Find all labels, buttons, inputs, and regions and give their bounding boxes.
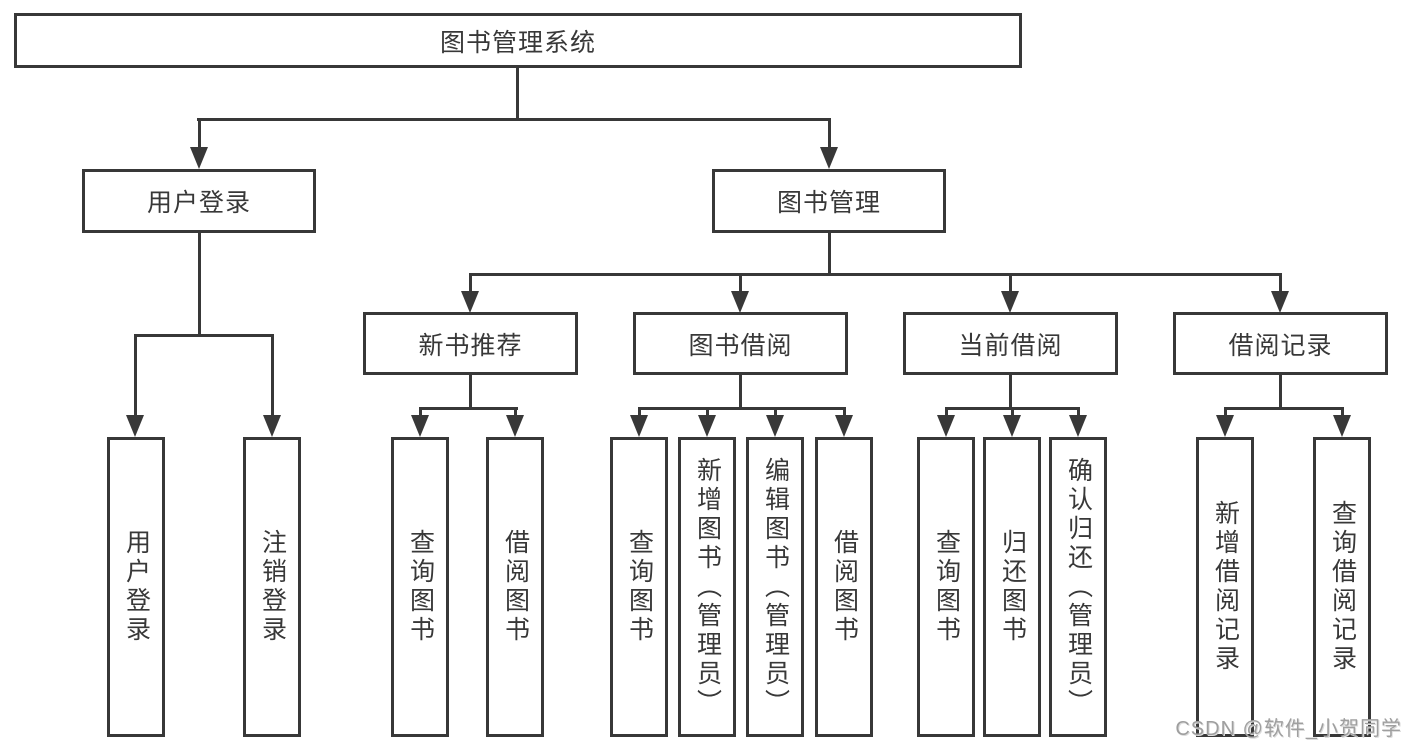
connector-book-borrow-bar	[638, 407, 846, 410]
connector-user-login-shaft	[198, 118, 201, 154]
leaf-borrow-books-label: 借阅图书	[830, 529, 859, 645]
leaf-query-books-borrow: 查询图书	[610, 437, 668, 737]
arrow-to-leaf-query-record	[1333, 415, 1351, 437]
arrow-to-user-login	[190, 147, 208, 169]
node-current-borrow: 当前借阅	[903, 312, 1118, 375]
connector-leaf-edit-books-shaft	[774, 407, 777, 419]
leaf-add-books-admin-label: 新增图书（管理员）	[693, 456, 722, 718]
connector-leaf-query1-shaft	[419, 407, 422, 419]
leaf-query-books-borrow-label: 查询图书	[625, 529, 654, 645]
leaf-confirm-return-admin-label: 确认归还（管理员）	[1064, 456, 1093, 718]
watermark: CSDN @软件_小贺同学	[1175, 718, 1402, 740]
leaf-query-books-current-label: 查询图书	[932, 529, 961, 645]
connector-level3-bar	[469, 273, 1282, 276]
connector-new-book-shaft	[469, 273, 472, 295]
arrow-to-book-borrow	[731, 291, 749, 313]
connector-new-book-stem	[469, 372, 472, 407]
node-book-borrow: 图书借阅	[633, 312, 848, 375]
node-book-borrow-label: 图书借阅	[688, 331, 793, 360]
node-current-borrow-label: 当前借阅	[958, 331, 1063, 360]
connector-book-management-stem	[828, 233, 831, 273]
leaf-return-books-label: 归还图书	[998, 529, 1027, 645]
connector-leaf-borrow2-shaft	[843, 407, 846, 419]
connector-borrow-records-shaft	[1279, 273, 1282, 295]
leaf-borrow-books-recommend: 借阅图书	[486, 437, 544, 737]
leaf-borrow-books: 借阅图书	[815, 437, 873, 737]
connector-leaf-query2-shaft	[638, 407, 641, 419]
connector-current-borrow-shaft	[1009, 273, 1012, 295]
leaf-query-books-recommend: 查询图书	[391, 437, 449, 737]
connector-book-borrow-stem	[739, 372, 742, 407]
node-library-management-system: 图书管理系统	[14, 13, 1022, 68]
arrow-to-leaf-query3	[937, 415, 955, 437]
node-borrow-records: 借阅记录	[1173, 312, 1388, 375]
leaf-return-books: 归还图书	[983, 437, 1041, 737]
leaf-user-login: 用户登录	[107, 437, 165, 737]
leaf-confirm-return-admin: 确认归还（管理员）	[1049, 437, 1107, 737]
connector-new-book-bar	[419, 407, 518, 410]
connector-leaf-query3-shaft	[945, 407, 948, 419]
arrow-to-leaf-borrow2	[835, 415, 853, 437]
connector-borrow-records-bar	[1224, 407, 1344, 410]
connector-leaf-query-record-shaft	[1341, 407, 1344, 419]
leaf-edit-books-admin: 编辑图书（管理员）	[746, 437, 804, 737]
connector-user-login-stem	[198, 233, 201, 334]
connector-level2-bar	[197, 118, 831, 121]
arrow-to-leaf-return	[1003, 415, 1021, 437]
arrow-to-borrow-records	[1271, 291, 1289, 313]
connector-current-borrow-stem	[1009, 372, 1012, 407]
leaf-add-borrow-record: 新增借阅记录	[1196, 437, 1254, 737]
arrow-to-leaf-borrow1	[506, 415, 524, 437]
arrow-to-new-book-recommend	[461, 291, 479, 313]
arrow-to-book-management	[820, 147, 838, 169]
arrow-to-leaf-query1	[411, 415, 429, 437]
node-user-login: 用户登录	[82, 169, 316, 233]
connector-leaf-user-login-shaft	[134, 334, 137, 419]
arrow-to-leaf-logout	[263, 415, 281, 437]
leaf-query-books-recommend-label: 查询图书	[406, 529, 435, 645]
connector-leaf-confirm-return-shaft	[1077, 407, 1080, 419]
arrow-to-leaf-user-login	[126, 415, 144, 437]
arrow-to-leaf-edit-books	[766, 415, 784, 437]
arrow-to-current-borrow	[1001, 291, 1019, 313]
connector-book-management-shaft	[828, 118, 831, 154]
leaf-borrow-books-recommend-label: 借阅图书	[501, 529, 530, 645]
node-new-book-recommend-label: 新书推荐	[418, 331, 523, 360]
leaf-query-borrow-record-label: 查询借阅记录	[1328, 500, 1357, 674]
connector-borrow-records-stem	[1279, 372, 1282, 407]
connector-leaf-add-record-shaft	[1224, 407, 1227, 419]
node-new-book-recommend: 新书推荐	[363, 312, 578, 375]
connector-leaf-return-shaft	[1011, 407, 1014, 419]
node-book-management-label: 图书管理	[776, 189, 881, 217]
leaf-query-borrow-record: 查询借阅记录	[1313, 437, 1371, 737]
arrow-to-leaf-add-record	[1216, 415, 1234, 437]
leaf-add-books-admin: 新增图书（管理员）	[678, 437, 736, 737]
connector-book-borrow-shaft	[739, 273, 742, 295]
leaf-logout: 注销登录	[243, 437, 301, 737]
leaf-user-login-label: 用户登录	[122, 529, 151, 645]
leaf-logout-label: 注销登录	[258, 529, 287, 645]
connector-root-stem	[516, 68, 519, 118]
node-book-management: 图书管理	[712, 169, 946, 233]
arrow-to-leaf-confirm-return	[1069, 415, 1087, 437]
connector-leaf-add-books-shaft	[706, 407, 709, 419]
arrow-to-leaf-add-books	[698, 415, 716, 437]
leaf-add-borrow-record-label: 新增借阅记录	[1211, 500, 1240, 674]
connector-user-login-bar	[134, 334, 274, 337]
connector-leaf-logout-shaft	[271, 334, 274, 419]
leaf-edit-books-admin-label: 编辑图书（管理员）	[761, 456, 790, 718]
node-user-login-label: 用户登录	[146, 189, 251, 217]
leaf-query-books-current: 查询图书	[917, 437, 975, 737]
node-library-management-system-label: 图书管理系统	[439, 28, 596, 57]
node-borrow-records-label: 借阅记录	[1228, 331, 1333, 360]
arrow-to-leaf-query2	[630, 415, 648, 437]
connector-leaf-borrow1-shaft	[514, 407, 517, 419]
